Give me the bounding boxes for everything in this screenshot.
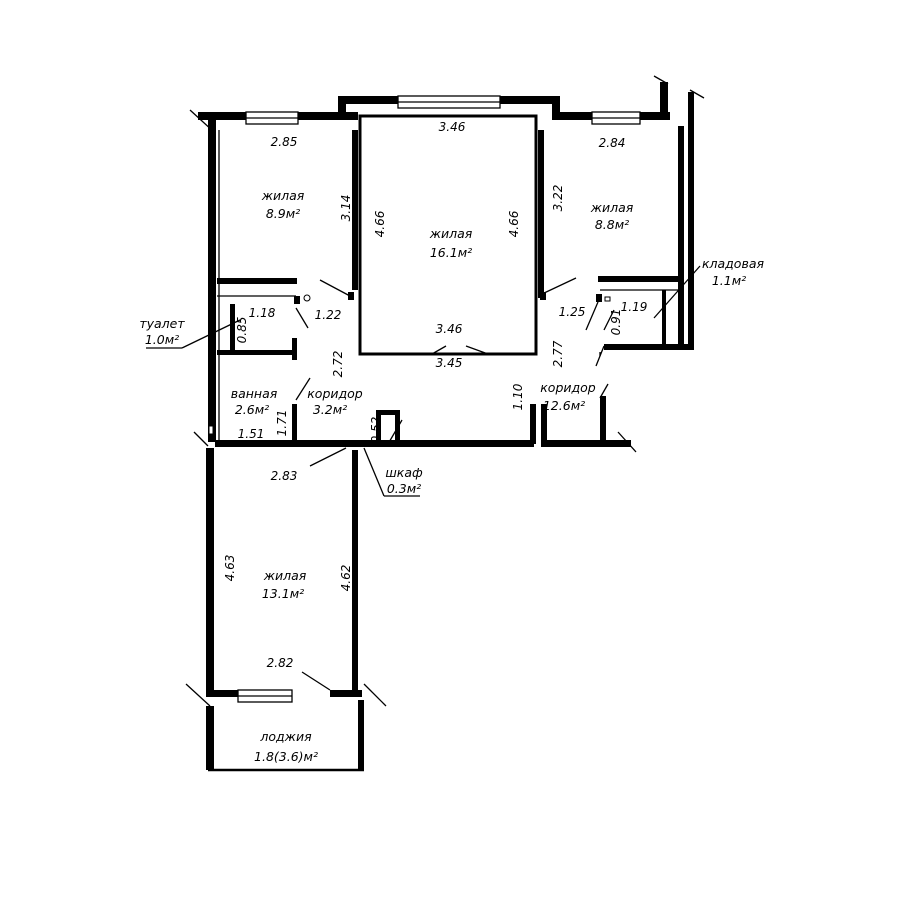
dim-label: 3.46 (436, 322, 463, 336)
break-lines (185, 75, 705, 707)
room-name-living-nw: жилая (261, 188, 305, 203)
room-name-closet: шкаф (385, 465, 423, 480)
dim-label: 3.45 (436, 356, 463, 370)
dim-label: 3.22 (551, 185, 565, 212)
room-area-corridor-small: 3.2м² (313, 402, 347, 417)
dim-label: 2.83 (271, 469, 298, 483)
dim-label: 2.72 (331, 351, 345, 378)
room-name-corridor-small: коридор (307, 386, 363, 401)
dim-label: 1.19 (621, 300, 648, 314)
dim-label: 3.14 (339, 195, 353, 222)
room-area-bathroom: 2.6м² (235, 402, 269, 417)
room-area-loggia: 1.8(3.6)м² (254, 749, 318, 764)
room-area-living-center: 16.1м² (430, 245, 472, 260)
storage-fixture-icon (604, 296, 611, 302)
dim-label: 0.91 (609, 309, 623, 336)
room-area-living-nw: 8.9м² (266, 206, 300, 221)
room-name-corridor-large: коридор (540, 380, 596, 395)
room-labels: жилая 8.9м² жилая 16.1м² жилая 8.8м² кла… (139, 188, 764, 764)
room-area-corridor-large: 12.6м² (543, 398, 585, 413)
dim-label: 4.62 (339, 565, 353, 592)
dim-label: 1.18 (249, 306, 276, 320)
dim-label: 0.85 (235, 317, 249, 344)
room-name-living-south: жилая (263, 568, 307, 583)
room-name-bathroom: ванная (231, 386, 278, 401)
toilet-fixture-icon (303, 294, 311, 302)
fixtures (208, 294, 611, 435)
dim-label: 3.46 (439, 120, 466, 134)
bath-vent-icon (208, 425, 214, 435)
dim-label: 2.82 (267, 656, 294, 670)
room-name-storage: кладовая (702, 256, 765, 271)
dim-label: 0.52 (369, 417, 383, 444)
room-area-closet: 0.3м² (387, 481, 421, 496)
room-name-toilet: туалет (139, 316, 185, 331)
room-area-toilet: 1.0м² (145, 332, 179, 347)
room-name-loggia: лоджия (259, 729, 312, 744)
dim-label: 2.84 (599, 136, 626, 150)
walls (198, 82, 694, 772)
dim-label: 1.71 (275, 410, 289, 437)
dim-label: 4.66 (507, 210, 521, 237)
dim-label: 1.22 (315, 308, 342, 322)
room-name-living-center: жилая (429, 226, 473, 241)
dim-label: 1.25 (559, 305, 586, 319)
room-area-living-ne: 8.8м² (595, 217, 629, 232)
dimension-labels: 2.85 3.46 2.84 3.14 4.66 4.66 3.22 1.18 … (223, 120, 647, 670)
room-area-storage: 1.1м² (712, 273, 746, 288)
doors (294, 277, 615, 691)
room-area-living-south: 13.1м² (262, 586, 304, 601)
dim-label: 1.10 (511, 383, 525, 410)
dim-label: 1.51 (238, 427, 265, 441)
room-name-living-ne: жилая (590, 200, 634, 215)
dim-label: 2.77 (551, 340, 565, 367)
dim-label: 4.63 (223, 555, 237, 582)
leaders (146, 265, 701, 497)
dim-label: 4.66 (373, 210, 387, 237)
windows (237, 95, 641, 703)
dim-label: 2.85 (271, 135, 298, 149)
